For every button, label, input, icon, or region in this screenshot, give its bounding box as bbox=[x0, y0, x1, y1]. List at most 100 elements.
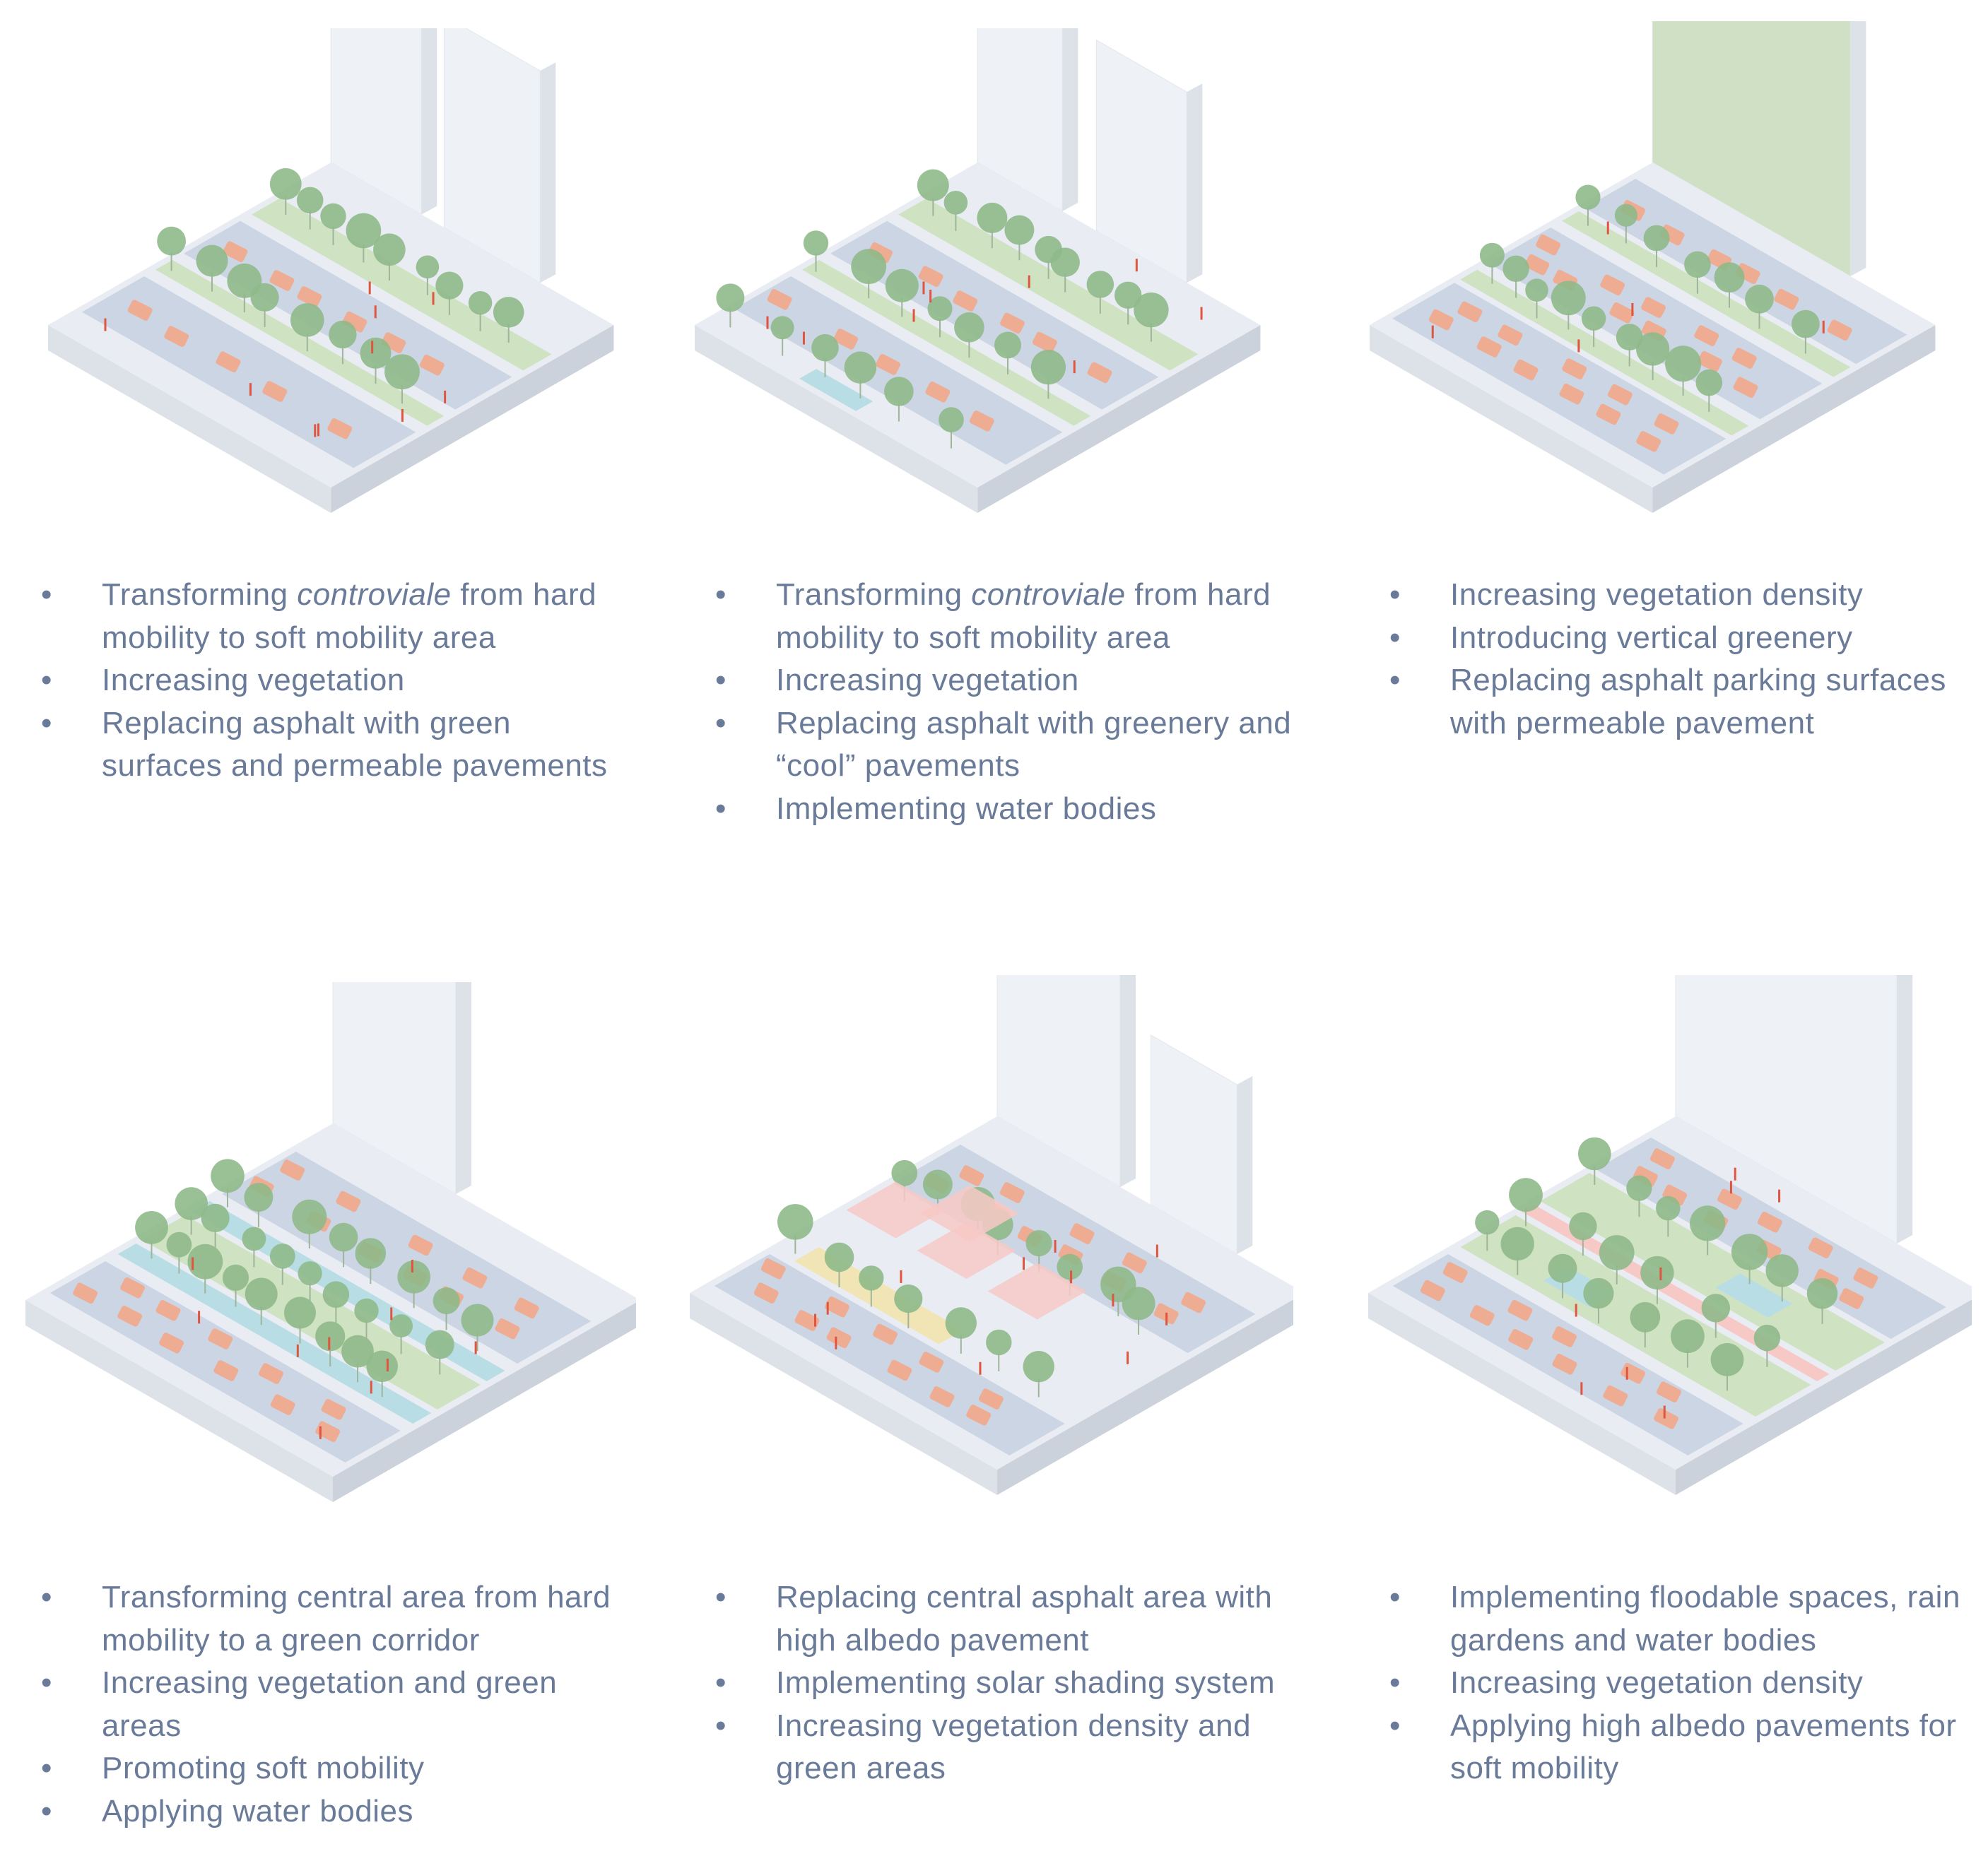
car bbox=[1774, 288, 1799, 310]
tree-canopy bbox=[461, 1304, 494, 1337]
caption-bullet: Increasing vegetation density bbox=[1389, 1662, 1983, 1705]
bullet-text: from hard mobility to soft mobility area bbox=[102, 577, 597, 655]
car bbox=[887, 1359, 912, 1381]
scene-4 bbox=[21, 982, 636, 1519]
tree-canopy bbox=[1025, 1230, 1052, 1257]
car bbox=[929, 1386, 955, 1407]
tree-canopy bbox=[242, 1227, 266, 1251]
car bbox=[280, 1159, 305, 1181]
shade-canopy bbox=[919, 1185, 1019, 1242]
wall-side bbox=[1850, 21, 1866, 276]
tree-canopy bbox=[1475, 1210, 1500, 1235]
bullet-text: Increasing vegetation density bbox=[1450, 577, 1864, 612]
car bbox=[876, 354, 901, 375]
tree-canopy bbox=[425, 1330, 454, 1359]
car bbox=[1032, 331, 1057, 353]
caption-bullet: Increasing vegetation density bbox=[1389, 574, 1983, 617]
ground-right-face bbox=[1652, 325, 1936, 513]
bullet-text: Replacing asphalt parking surfaces with … bbox=[1450, 663, 1946, 740]
tree-canopy bbox=[384, 354, 420, 390]
car bbox=[1735, 263, 1760, 284]
car bbox=[408, 1234, 433, 1256]
tree-canopy bbox=[222, 1264, 249, 1291]
caption-bullet: Promoting soft mobility bbox=[41, 1747, 635, 1790]
caption-bullet: Implementing water bodies bbox=[715, 788, 1309, 831]
caption-6: Implementing floodable spaces, rain gard… bbox=[1389, 1576, 1983, 1790]
car bbox=[1469, 1305, 1495, 1326]
bullet-text: Applying high albedo pavements for soft … bbox=[1450, 1708, 1957, 1786]
car bbox=[1839, 1288, 1864, 1309]
tree-canopy bbox=[211, 1159, 245, 1193]
tree-canopy bbox=[1050, 247, 1080, 277]
wall-side bbox=[1187, 83, 1203, 283]
tree-canopy bbox=[435, 271, 464, 300]
car bbox=[873, 1323, 898, 1345]
tree-canopy bbox=[859, 1265, 884, 1291]
car bbox=[833, 329, 859, 350]
car bbox=[1507, 1299, 1533, 1321]
bullet-text: Increasing vegetation density bbox=[1450, 1665, 1864, 1700]
car bbox=[918, 266, 943, 288]
tree-canopy bbox=[977, 202, 1008, 233]
ground-right-face bbox=[333, 1302, 636, 1502]
car bbox=[270, 1394, 295, 1415]
road-strip bbox=[830, 220, 1159, 410]
car bbox=[1536, 234, 1561, 256]
road-strip bbox=[714, 1254, 1065, 1455]
car bbox=[419, 354, 445, 376]
tree-canopy bbox=[201, 1203, 230, 1232]
ground-right-face bbox=[977, 325, 1261, 513]
bullet-text: Increasing vegetation bbox=[776, 663, 1079, 697]
tree-canopy bbox=[346, 213, 382, 249]
tree-canopy bbox=[1569, 1212, 1597, 1241]
green_light-strip bbox=[898, 198, 1199, 371]
tree-canopy bbox=[315, 1321, 346, 1352]
scene-3-svg bbox=[1370, 21, 1936, 513]
tree-canopy bbox=[939, 407, 964, 432]
tree-canopy bbox=[493, 297, 524, 328]
tree-canopy bbox=[1086, 271, 1114, 298]
car bbox=[269, 270, 295, 291]
tree-canopy bbox=[1765, 1254, 1799, 1287]
tree-canopy bbox=[1792, 309, 1820, 338]
caption-bullet: Increasing vegetation bbox=[715, 659, 1309, 702]
shade-canopy bbox=[917, 1222, 1016, 1279]
caption-bullet: Increasing vegetation density and green … bbox=[715, 1705, 1309, 1790]
car bbox=[1733, 377, 1758, 398]
tree-canopy bbox=[175, 1187, 208, 1220]
car bbox=[1697, 350, 1722, 372]
tree-canopy bbox=[1004, 215, 1035, 245]
car bbox=[1641, 297, 1666, 318]
bullet-text: Transforming central area from hard mobi… bbox=[102, 1580, 611, 1658]
tree-canopy bbox=[844, 351, 877, 384]
car bbox=[1559, 383, 1584, 405]
car bbox=[959, 1165, 984, 1186]
tree-canopy bbox=[1122, 1287, 1155, 1321]
bullet-text: Transforming bbox=[776, 577, 972, 612]
tree-canopy bbox=[884, 377, 914, 406]
tree-canopy bbox=[894, 1284, 923, 1313]
tree-canopy bbox=[397, 1260, 430, 1294]
tree-canopy bbox=[320, 203, 346, 230]
scene-6-svg bbox=[1368, 975, 1972, 1495]
tree-canopy bbox=[298, 1261, 322, 1286]
tree-canopy bbox=[1509, 1178, 1543, 1212]
ground-right-face bbox=[1676, 1299, 1972, 1495]
tree-canopy bbox=[1525, 278, 1548, 302]
caption-bullet: Replacing asphalt parking surfaces with … bbox=[1389, 659, 1983, 745]
tree-canopy bbox=[389, 1314, 413, 1337]
scene-1 bbox=[42, 28, 622, 537]
tree-canopy bbox=[954, 312, 984, 343]
bullet-text: Introducing vertical greenery bbox=[1450, 620, 1853, 655]
tree-canopy bbox=[329, 320, 357, 349]
bullet-text: Increasing vegetation density and green … bbox=[776, 1708, 1252, 1786]
scene-4-svg bbox=[25, 982, 636, 1502]
car bbox=[1654, 413, 1679, 435]
car bbox=[794, 1310, 820, 1331]
car bbox=[216, 351, 241, 372]
tree-canopy bbox=[824, 1242, 854, 1272]
car bbox=[259, 1363, 283, 1384]
tree-canopy bbox=[1578, 1137, 1611, 1171]
car bbox=[1731, 348, 1757, 369]
